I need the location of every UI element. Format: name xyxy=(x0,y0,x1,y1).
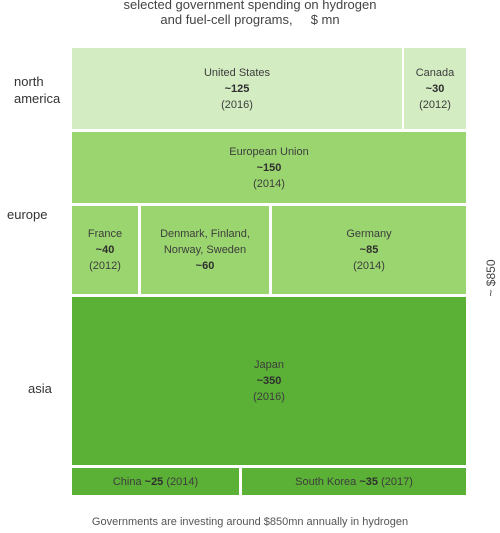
tile-united-states-value: ~125 xyxy=(224,82,250,95)
tile-united-states-year: (2016) xyxy=(221,98,253,111)
tile-canada: Canada ~30 (2012) xyxy=(404,48,466,129)
region-asia-line-1: asia xyxy=(28,381,52,396)
region-europe-line-1: europe xyxy=(7,207,48,222)
tile-china-year: (2014) xyxy=(166,475,199,488)
tile-france-name: France xyxy=(87,228,123,240)
tile-japan: Japan ~350 (2016) xyxy=(72,297,466,465)
tile-nordics-name-line-2: Norway, Sweden xyxy=(163,244,247,256)
tile-european-union-name: European Union xyxy=(229,145,309,158)
tile-germany: Germany ~85 (2014) xyxy=(272,206,466,294)
chart-title: selected government spending on hydrogen… xyxy=(0,0,500,27)
tile-japan-name: Japan xyxy=(254,359,284,371)
tile-france-value: ~40 xyxy=(95,244,115,256)
region-label-europe: europe xyxy=(7,206,47,223)
tile-china-value: ~25 xyxy=(144,475,164,488)
region-north-america-line-1: north xyxy=(14,74,44,89)
title-line-2: and fuel-cell programs, $ mn xyxy=(0,12,500,27)
tile-nordics-value: ~60 xyxy=(195,260,215,272)
tile-united-states: United States ~125 (2016) xyxy=(72,48,402,129)
tile-european-union-value: ~150 xyxy=(256,161,282,174)
tile-canada-name: Canada xyxy=(415,66,455,79)
tile-japan-value: ~350 xyxy=(256,375,282,387)
tile-france-year: (2012) xyxy=(89,260,121,272)
tile-canada-year: (2012) xyxy=(419,98,451,111)
tile-china-name: China xyxy=(112,475,142,488)
tile-nordics: Denmark, Finland, Norway, Sweden ~60 xyxy=(141,206,269,294)
tile-france: France ~40 (2012) xyxy=(72,206,138,294)
tile-japan-year: (2016) xyxy=(253,391,285,403)
title-line-2-text: and fuel-cell programs, xyxy=(160,12,293,27)
tile-european-union: European Union ~150 (2014) xyxy=(72,132,466,203)
tile-canada-value: ~30 xyxy=(425,82,445,95)
chart-footnote: Governments are investing around $850mn … xyxy=(91,516,409,528)
tile-germany-name: Germany xyxy=(346,228,392,240)
tile-south-korea: South Korea ~35 (2017) xyxy=(242,468,466,495)
tile-south-korea-name: South Korea xyxy=(295,475,357,488)
tile-south-korea-year: (2017) xyxy=(381,475,413,488)
tile-south-korea-value: ~35 xyxy=(359,475,379,488)
tile-germany-value: ~85 xyxy=(359,244,379,256)
tile-nordics-name-line-1: Denmark, Finland, xyxy=(160,228,250,240)
tile-germany-year: (2014) xyxy=(353,260,385,272)
region-north-america-line-2: america xyxy=(14,91,61,106)
region-label-asia: asia xyxy=(28,380,52,397)
region-label-north-america: north america xyxy=(14,73,60,107)
total-label: ~ $850 xyxy=(484,259,498,297)
title-line-1: selected government spending on hydrogen xyxy=(123,0,377,12)
tile-china: China ~25 (2014) xyxy=(72,468,239,495)
unit-label: $ mn xyxy=(310,12,340,27)
tile-united-states-name: United States xyxy=(203,66,271,79)
tile-european-union-year: (2014) xyxy=(253,177,285,190)
